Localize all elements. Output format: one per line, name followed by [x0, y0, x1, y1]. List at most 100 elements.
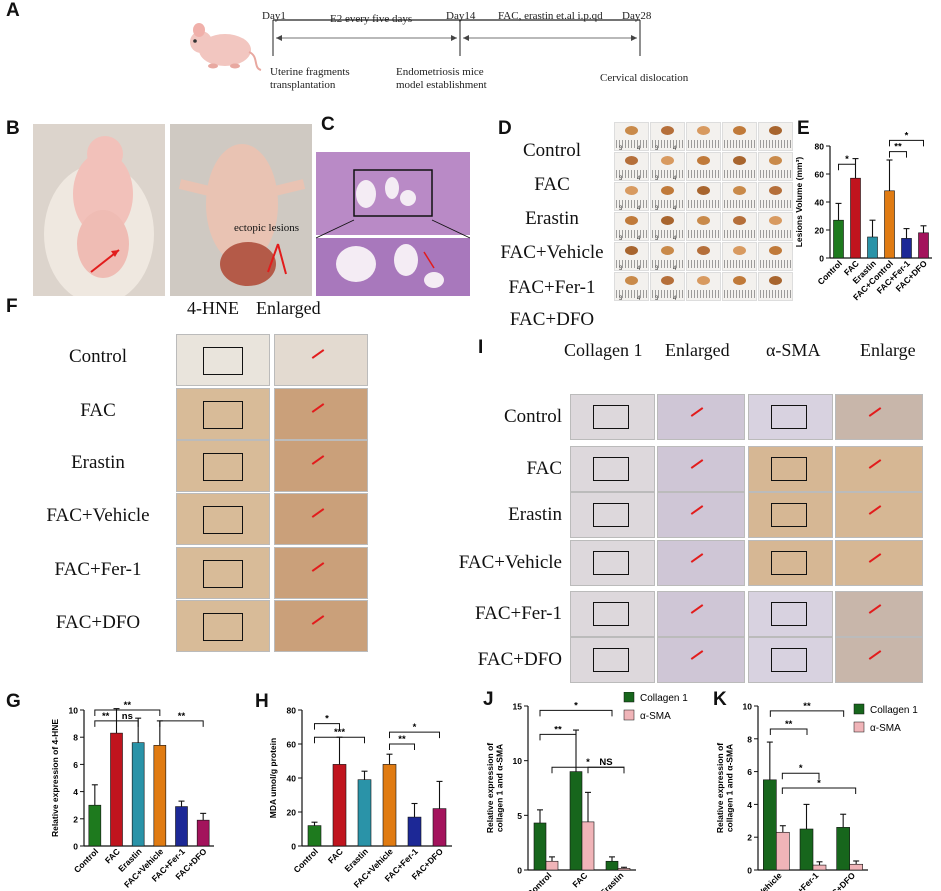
lesion-photo	[722, 212, 757, 241]
bar	[884, 190, 895, 259]
ruler-tick-label: 3	[619, 146, 623, 152]
f-header-enlarged: Enlarged	[256, 298, 321, 318]
ruler	[688, 260, 719, 268]
d-group-label: FAC+DFO	[509, 309, 595, 330]
ruler-tick-label: 4	[673, 206, 677, 212]
y-tick-label: 40	[815, 198, 825, 208]
lesion-sample	[769, 156, 782, 165]
y-tick-label: 6	[747, 767, 752, 777]
bar	[432, 808, 447, 847]
roi-box	[203, 347, 243, 375]
f-group-label: FAC+Fer-1	[54, 559, 142, 580]
i-header-asma: α-SMA	[766, 340, 821, 360]
bar	[110, 732, 123, 847]
lesion-photo	[722, 272, 757, 301]
ruler	[724, 230, 755, 238]
ruler-tick-label: 3	[619, 296, 623, 302]
i-group-label: Erastin	[508, 504, 562, 525]
red-arrow-icon	[311, 455, 325, 465]
ruler-tick-label: 3	[655, 206, 659, 212]
roi-box	[771, 457, 807, 481]
lesion-sample	[769, 126, 782, 135]
ruler	[724, 170, 755, 178]
bar	[836, 827, 850, 871]
step2-line1: Endometriosis mice	[396, 66, 484, 78]
ihc-enlarged-tile	[657, 492, 745, 538]
roi-box	[771, 551, 807, 575]
lesion-sample	[697, 126, 710, 135]
zoom-lines-c	[316, 219, 470, 239]
bar	[153, 745, 167, 847]
ruler	[652, 200, 683, 208]
ruler-tick-label: 3	[619, 176, 623, 182]
bar	[605, 860, 619, 871]
lesion-sample	[625, 276, 638, 285]
ruler-tick-label: 4	[673, 176, 677, 182]
bar	[812, 864, 827, 871]
bar	[175, 806, 188, 847]
roi-box	[771, 648, 807, 672]
ruler	[760, 260, 791, 268]
lesion-photo	[758, 122, 793, 151]
ihc-overview-tile	[570, 591, 655, 637]
significance-bracket	[587, 766, 625, 774]
y-axis-label: Lesions Volume (mm³)	[794, 157, 804, 248]
lesion-photo	[758, 272, 793, 301]
ihc-overview-tile	[570, 394, 655, 440]
x-tick-label: Control	[525, 870, 553, 891]
lesion-sample	[661, 246, 674, 255]
ihc-overview-tile	[748, 637, 833, 683]
ruler-tick-label: 4	[637, 296, 641, 302]
lesion-sample	[697, 186, 710, 195]
f-group-label: Control	[68, 346, 128, 367]
panel-label-g: G	[6, 691, 21, 712]
ruler-tick-label: 4	[637, 236, 641, 242]
y-tick-label: 20	[287, 808, 297, 818]
legend-label: Collagen 1	[870, 705, 918, 716]
significance-bracket	[889, 151, 907, 158]
significance-mark: **	[894, 142, 902, 153]
ihc-enlarged-tile	[835, 540, 923, 586]
d-group-label: FAC	[534, 174, 570, 195]
bar	[850, 177, 861, 259]
ruler	[688, 170, 719, 178]
bar	[545, 860, 559, 871]
bar	[88, 804, 102, 847]
significance-bracket	[116, 720, 139, 727]
significance-mark: *	[586, 757, 590, 768]
fac-treatment-label: FAC, erastin et.al i.p.qd	[498, 10, 603, 22]
lesion-photo	[686, 122, 721, 151]
lesion-sample	[733, 246, 746, 255]
significance-bracket	[314, 736, 365, 744]
significance-mark: *	[413, 722, 417, 733]
red-arrow-icon	[868, 505, 882, 515]
ruler-tick-label: 3	[655, 146, 659, 152]
ihc-enlarged-tile	[657, 446, 745, 492]
legend-swatch	[623, 709, 635, 721]
ruler	[616, 140, 647, 148]
significance-bracket	[838, 163, 856, 171]
i-header-enlarged: Enlarged	[665, 340, 730, 360]
ruler-tick-label: 3	[655, 176, 659, 182]
mouse-icon	[190, 23, 262, 71]
lesion-sample	[733, 186, 746, 195]
significance-mark: **	[803, 701, 811, 712]
step2-line2: model establishment	[396, 79, 487, 91]
lesion-photo	[722, 152, 757, 181]
bar	[581, 821, 595, 871]
ruler-tick-label: 3	[655, 236, 659, 242]
significance-bracket	[781, 772, 820, 780]
ruler	[760, 230, 791, 238]
lesion-sample	[661, 186, 674, 195]
red-arrow-icon	[311, 615, 325, 625]
ruler	[652, 140, 683, 148]
i-header-enlarge: Enlarge	[860, 340, 916, 360]
significance-bracket	[94, 709, 161, 716]
significance-mark: *	[799, 763, 803, 774]
lesion-sample	[625, 126, 638, 135]
